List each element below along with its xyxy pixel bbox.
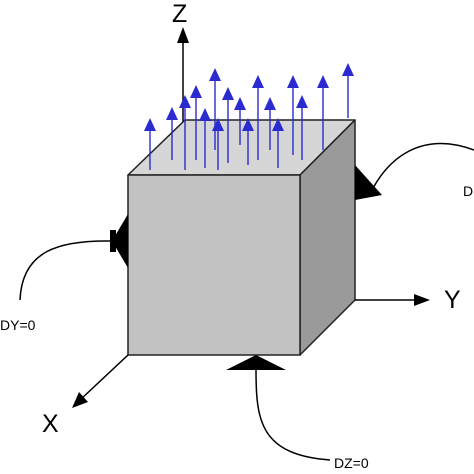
arrow-up-icon	[287, 75, 299, 88]
x-axis	[79, 354, 129, 401]
y-axis-arrowhead-icon	[414, 294, 430, 306]
arrow-up-icon	[342, 63, 354, 76]
y-axis-label: Y	[444, 286, 461, 314]
arrow-up-icon	[252, 75, 264, 88]
arrow-up-icon	[317, 75, 329, 88]
x-axis-arrowhead-icon	[72, 392, 88, 408]
arrow-up-icon	[209, 68, 221, 81]
dx-leader-line	[371, 142, 474, 191]
right-support-triangle-icon	[355, 165, 382, 200]
bottom-support-triangle-icon	[226, 355, 286, 370]
cube	[127, 119, 356, 356]
arrow-up-icon	[264, 97, 276, 110]
arrow-up-icon	[212, 118, 224, 131]
dy-leader-line	[19, 240, 113, 301]
dx-constraint-label-partial: D	[463, 183, 473, 199]
z-axis-label: Z	[172, 0, 187, 28]
left-support-bar	[110, 230, 116, 252]
arrow-up-icon	[166, 107, 178, 120]
arrow-up-icon	[242, 118, 254, 131]
x-axis-label: X	[42, 410, 59, 438]
arrow-up-icon	[272, 118, 284, 131]
arrow-up-icon	[179, 95, 191, 108]
arrow-up-icon	[144, 118, 156, 131]
arrow-up-icon	[199, 108, 211, 121]
arrow-up-icon	[296, 95, 308, 108]
left-support-triangle-icon	[112, 214, 128, 268]
arrow-up-icon	[222, 87, 234, 100]
dy-constraint-label: DY=0	[0, 317, 36, 333]
load-arrows	[144, 63, 354, 170]
cube-front-face	[127, 174, 301, 356]
arrow-up-icon	[234, 97, 246, 110]
arrow-up-icon	[190, 85, 202, 98]
dz-leader-line	[255, 369, 331, 461]
dz-constraint-label: DZ=0	[334, 455, 369, 471]
z-axis-arrowhead-icon	[177, 27, 189, 43]
